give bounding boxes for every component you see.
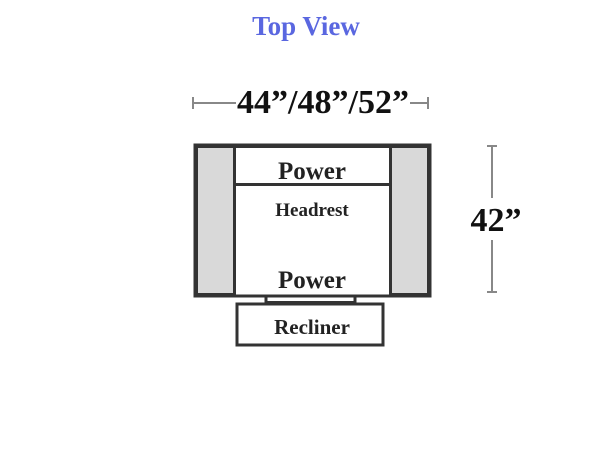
depth-label-backdrop (464, 198, 522, 240)
diagram-title: Top View (252, 11, 360, 41)
depth-dimension-label: 42” (471, 202, 522, 239)
power-recline-label: Power (278, 267, 346, 294)
depth-dimension: 42” (464, 145, 522, 293)
right-arm (389, 145, 430, 296)
recliner-label: Recliner (274, 315, 350, 339)
headrest-section (233, 145, 392, 186)
chair-top-view: Power Headrest Power Recliner (193, 143, 432, 347)
left-arm (195, 145, 236, 296)
width-dimension-label: 44”/48”/52” (237, 84, 409, 121)
power-headrest-label: Power (278, 158, 346, 185)
headrest-label: Headrest (275, 200, 349, 221)
recliner-footrest (235, 302, 385, 347)
width-dimension: 44”/48”/52” (192, 84, 429, 121)
